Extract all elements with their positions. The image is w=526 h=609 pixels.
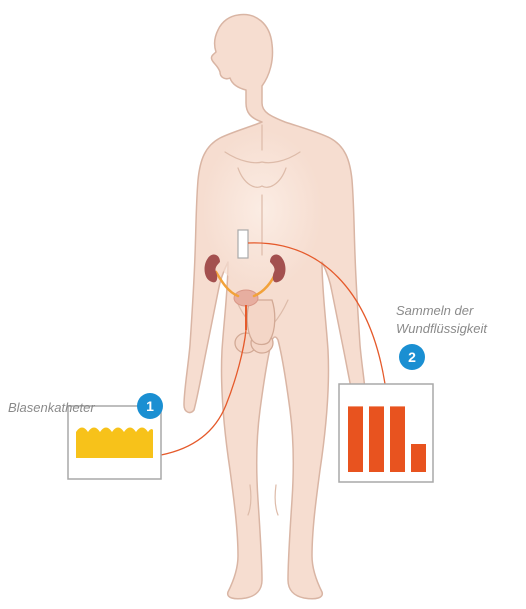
head	[184, 15, 366, 599]
drain-bar-2	[369, 406, 384, 472]
badge-1: 1	[137, 393, 163, 419]
drain-bar-4	[411, 444, 426, 472]
badge-2: 2	[399, 344, 425, 370]
wound-label-line2: Wundflüssigkeit	[396, 320, 487, 337]
badge-1-number: 1	[146, 398, 154, 414]
wound-label-line1: Sammeln der	[396, 302, 473, 319]
human-figure	[184, 15, 366, 599]
badge-2-number: 2	[408, 349, 416, 365]
drain-bar-1	[348, 406, 363, 472]
drain-bar-3	[390, 406, 405, 472]
bladder	[234, 290, 258, 306]
drain-bars-box	[339, 384, 433, 482]
wound-drain-site	[238, 230, 248, 258]
urine-bag-icon	[76, 428, 153, 459]
catheter-label: Blasenkatheter	[8, 399, 95, 416]
